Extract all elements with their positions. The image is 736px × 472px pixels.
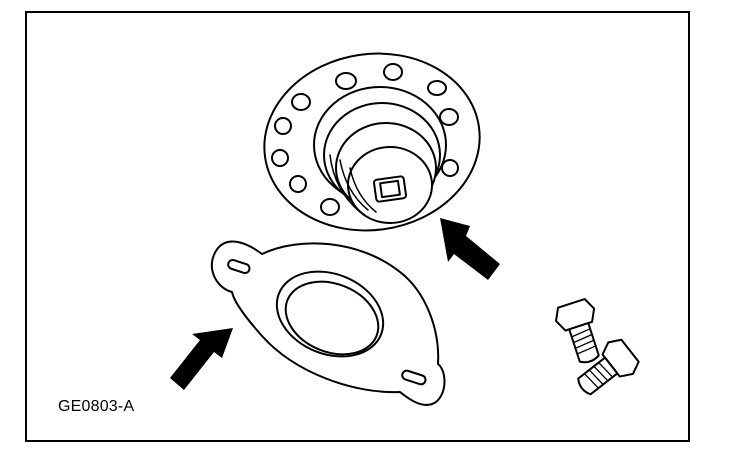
flange-bolt-holes <box>271 63 459 216</box>
bolt-hole <box>335 72 357 90</box>
bolt-thread <box>583 361 614 389</box>
figure-label: GE0803-A <box>58 398 135 415</box>
bolt-thread <box>571 328 597 355</box>
bolt-shank <box>568 322 600 364</box>
hub-square-socket-inner <box>379 179 401 199</box>
bolt-head <box>601 338 640 378</box>
bolt-hole <box>320 198 340 216</box>
gasket-plate <box>210 240 446 406</box>
bolt-upper <box>555 298 600 364</box>
arrow-to-hub <box>440 218 500 280</box>
bolt-hole <box>291 93 311 111</box>
hub-shading <box>329 154 377 213</box>
arrow-to-gasket <box>170 328 233 390</box>
bolt-hole <box>289 175 307 193</box>
bolt-head <box>555 298 596 332</box>
bolt-hole <box>427 80 447 96</box>
bolt-hole <box>383 63 403 81</box>
flanged-hub <box>263 52 481 232</box>
bolt-hole <box>274 117 292 135</box>
bolt-lower <box>577 338 640 396</box>
gasket-slot <box>227 258 251 274</box>
bolt-hole <box>271 149 289 167</box>
bolt-hole <box>441 159 459 177</box>
bolt-hole <box>439 108 459 126</box>
gasket-opening-bevel <box>284 280 380 356</box>
bolt-shank <box>577 356 619 396</box>
gasket-slot <box>401 369 427 386</box>
